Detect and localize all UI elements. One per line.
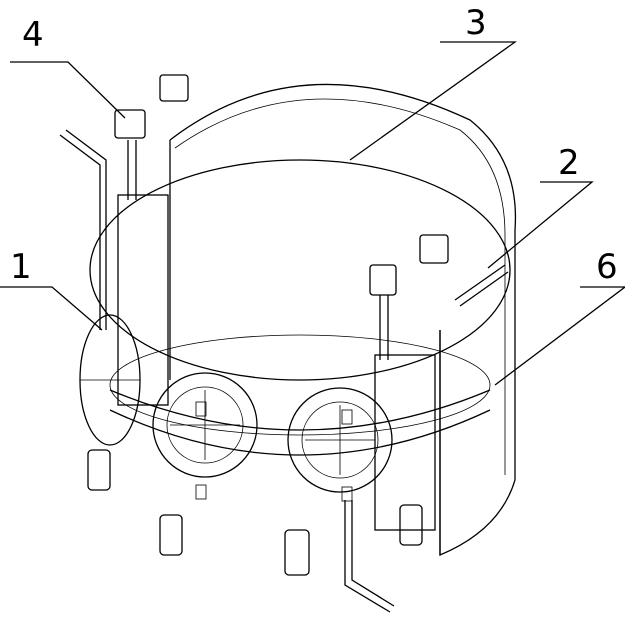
label-4: 4: [22, 18, 44, 52]
pipes: [60, 130, 508, 612]
valve-assemblies: [115, 75, 448, 530]
support-legs: [88, 450, 422, 575]
inner-cylinder: [90, 160, 510, 455]
label-3: 3: [465, 6, 487, 40]
leader-lines: [0, 42, 625, 385]
outer-shell: [170, 84, 515, 555]
nozzle-assemblies: [80, 315, 392, 501]
label-2: 2: [558, 146, 580, 180]
label-1: 1: [10, 250, 32, 284]
label-6: 6: [596, 250, 618, 284]
